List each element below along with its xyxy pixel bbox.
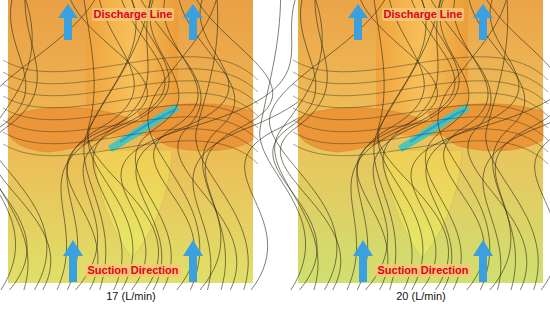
impeller-view — [260, 0, 550, 290]
flow-label: Suction Direction — [375, 264, 470, 277]
flow-rate-caption: 17 (L/min) — [106, 290, 156, 303]
pipe-label: Discharge Line — [92, 8, 175, 21]
flow-label: Suction Direction — [85, 264, 180, 277]
pipe-label: Discharge Line — [382, 8, 465, 21]
flow-rate-caption: 20 (L/min) — [396, 290, 446, 303]
